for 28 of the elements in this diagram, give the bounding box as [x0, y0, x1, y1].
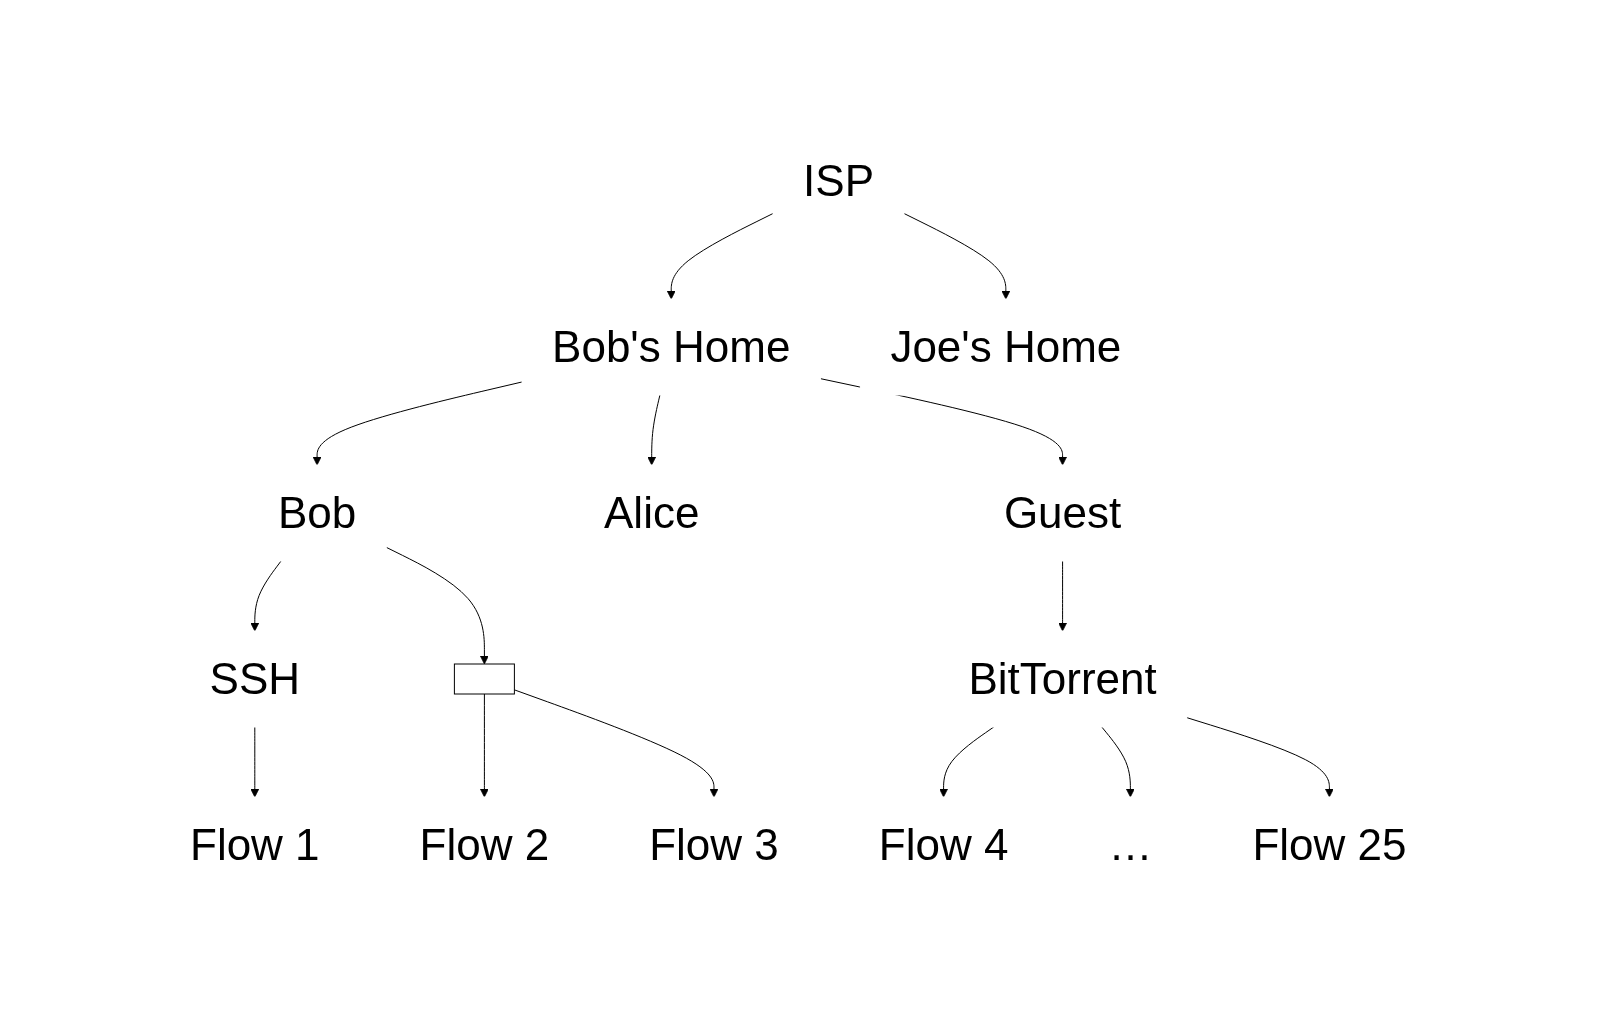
node-text: Flow 3 — [649, 820, 780, 869]
arrow — [647, 394, 661, 466]
node-text: Alice — [604, 488, 700, 537]
arrow — [1186, 717, 1335, 798]
node-text: Guest — [1004, 488, 1122, 537]
node-text: … — [1108, 820, 1153, 869]
node-text: BitTorrent — [968, 654, 1157, 703]
node-text: ISP — [803, 156, 875, 205]
arrow — [250, 726, 260, 798]
arrow — [1058, 560, 1068, 632]
arrow — [939, 726, 995, 798]
node-text: Flow 4 — [879, 820, 1009, 869]
arrow — [514, 689, 719, 798]
node-text: Flow 1 — [190, 820, 320, 869]
arrow — [386, 546, 490, 665]
node-text: Flow 25 — [1252, 820, 1407, 869]
arrow — [903, 212, 1011, 300]
arrow — [1101, 726, 1136, 798]
arrow — [667, 212, 774, 300]
node-text: Bob — [278, 488, 357, 537]
arrow — [312, 381, 523, 466]
arrow — [480, 693, 490, 798]
node-text: Bob's Home — [552, 322, 791, 371]
arrow — [250, 560, 282, 632]
node-box — [454, 663, 516, 695]
node-text: Flow 2 — [419, 820, 550, 869]
node-text: Joe's Home — [890, 322, 1122, 371]
node-text: SSH — [209, 654, 301, 703]
